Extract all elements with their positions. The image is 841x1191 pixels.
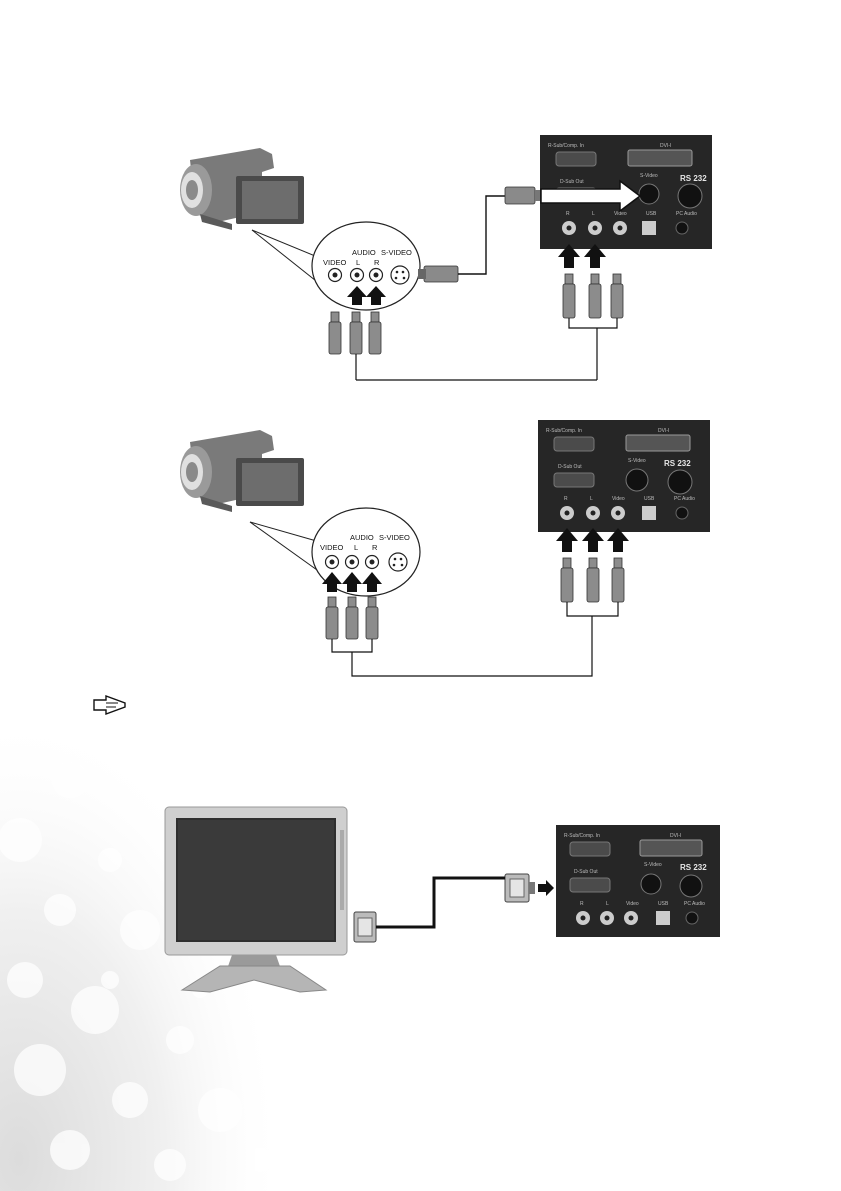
jack-label-audio: AUDIO: [352, 248, 376, 257]
jack-label-video: VIDEO: [320, 543, 344, 552]
arrow-up-icon: [556, 528, 629, 552]
svg-text:Video: Video: [626, 901, 639, 907]
jack-label-audio: AUDIO: [350, 533, 374, 542]
svg-text:D-Sub Out: D-Sub Out: [574, 869, 598, 875]
svg-text:DVI-I: DVI-I: [670, 833, 681, 839]
svg-text:R: R: [564, 496, 568, 502]
rca-plug-icon: [329, 312, 381, 354]
arrow-right-icon: [538, 880, 554, 896]
rca-plug-icon: [561, 558, 624, 602]
jack-label-r: R: [374, 258, 380, 267]
svg-text:R-Sub/Comp. In: R-Sub/Comp. In: [546, 428, 582, 434]
projector-input-panel: R-Sub/Comp. In DVI-I D-Sub Out S-Video R…: [538, 420, 710, 532]
svg-text:USB: USB: [644, 496, 655, 502]
svg-text:S-Video: S-Video: [628, 458, 646, 464]
svg-text:D-Sub Out: D-Sub Out: [558, 464, 582, 470]
svg-text:DVI-I: DVI-I: [658, 428, 669, 434]
svg-text:PC Audio: PC Audio: [676, 211, 697, 217]
lcd-monitor-icon: [165, 807, 347, 992]
jack-label-r: R: [372, 543, 378, 552]
svg-text:S-Video: S-Video: [640, 173, 658, 179]
jack-label-l: L: [356, 258, 360, 267]
svg-text:L: L: [592, 211, 595, 217]
svg-text:S-Video: S-Video: [644, 862, 662, 868]
svg-text:L: L: [606, 901, 609, 907]
diagram-camcorder-video: VIDEO AUDIO L R S-VIDEO R-Sub/Comp. In D…: [0, 400, 841, 690]
jack-label-video: VIDEO: [323, 258, 347, 267]
diagram-monitor-output: R-Sub/Comp. In DVI-I D-Sub Out S-Video R…: [0, 790, 841, 1000]
svg-text:R: R: [580, 901, 584, 907]
svg-text:USB: USB: [658, 901, 669, 907]
svg-text:Video: Video: [614, 211, 627, 217]
svg-text:D-Sub Out: D-Sub Out: [560, 179, 584, 185]
svg-text:R-Sub/Comp. In: R-Sub/Comp. In: [564, 833, 600, 839]
svg-text:R: R: [566, 211, 570, 217]
jack-label-l: L: [354, 543, 358, 552]
svg-text:RS 232: RS 232: [680, 863, 707, 872]
arrow-up-icon: [322, 572, 382, 592]
rca-plug-icon: [326, 597, 378, 639]
svg-text:Video: Video: [612, 496, 625, 502]
rca-plug-icon: [563, 274, 623, 318]
svg-text:DVI-I: DVI-I: [660, 143, 671, 149]
svg-text:RS 232: RS 232: [680, 174, 707, 183]
diagram-camcorder-svideo: VIDEO AUDIO L R S-VIDEO R-Sub/Comp. In D…: [0, 0, 841, 400]
jack-label-svideo: S-VIDEO: [381, 248, 412, 257]
vga-plug-icon: [354, 874, 535, 942]
camcorder-icon: [180, 148, 304, 230]
svg-text:RS 232: RS 232: [664, 459, 691, 468]
svg-text:R-Sub/Comp. In: R-Sub/Comp. In: [548, 143, 584, 149]
pointing-hand-note-icon: [92, 694, 128, 716]
projector-input-panel: R-Sub/Comp. In DVI-I D-Sub Out S-Video R…: [556, 825, 720, 937]
jack-label-svideo: S-VIDEO: [379, 533, 410, 542]
svg-text:PC Audio: PC Audio: [674, 496, 695, 502]
svg-text:USB: USB: [646, 211, 657, 217]
camcorder-icon: [180, 430, 304, 512]
svg-text:L: L: [590, 496, 593, 502]
svg-text:PC Audio: PC Audio: [684, 901, 705, 907]
